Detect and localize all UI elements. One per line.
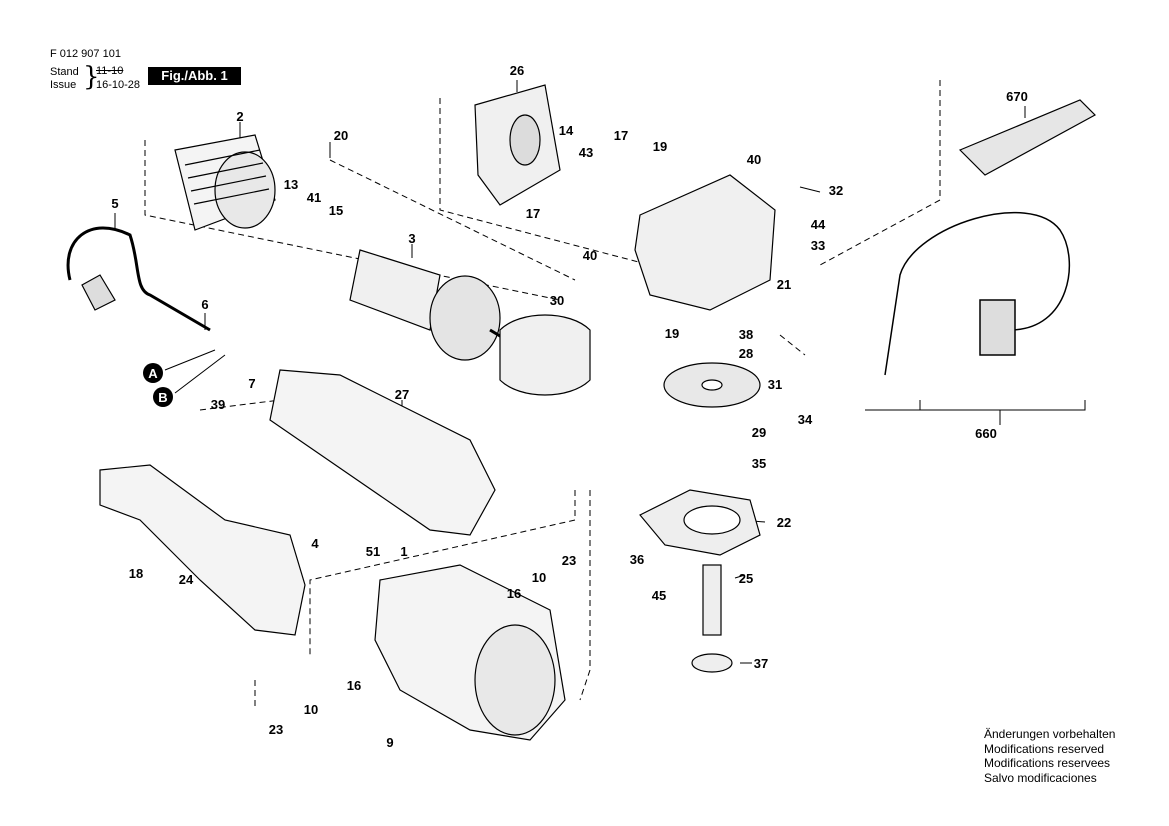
callout-19-lower: 19 — [665, 326, 679, 341]
marker-a: A — [143, 363, 163, 383]
spindle-part — [691, 564, 733, 673]
bow-handle-part — [884, 212, 1071, 376]
power-cord-part — [66, 226, 211, 332]
callout-21: 21 — [777, 277, 791, 292]
callout-670: 670 — [1006, 89, 1028, 104]
callout-18: 18 — [129, 566, 143, 581]
cover-plate-part — [474, 84, 561, 206]
callout-22: 22 — [777, 515, 791, 530]
callout-6: 6 — [201, 297, 208, 312]
callout-32: 32 — [829, 183, 843, 198]
callout-13: 13 — [284, 177, 298, 192]
callout-39: 39 — [211, 397, 225, 412]
callout-17-lower: 17 — [526, 206, 540, 221]
callout-4: 4 — [311, 536, 319, 551]
stand-label: Stand — [50, 66, 79, 78]
bearing-flange-part — [639, 489, 761, 556]
callout-3: 3 — [408, 231, 415, 246]
callout-1: 1 — [400, 544, 407, 559]
issue-value: 16-10-28 — [96, 79, 141, 91]
side-handle-part — [958, 99, 1096, 176]
callout-14: 14 — [559, 123, 574, 138]
callout-40: 40 — [747, 152, 761, 167]
callout-23-lower: 23 — [269, 722, 283, 737]
header-brace: } — [83, 62, 100, 92]
disclaimer-line: Änderungen vorbehalten — [984, 727, 1116, 741]
callout-33: 33 — [811, 238, 825, 253]
guard-part — [499, 314, 591, 396]
callout-19: 19 — [653, 139, 667, 154]
callout-51: 51 — [366, 544, 380, 559]
callout-41: 41 — [307, 190, 321, 205]
disclaimer-line: Modifications reservees — [984, 756, 1111, 770]
callout-28: 28 — [739, 346, 753, 361]
marker-b: B — [153, 387, 173, 407]
assembly-dash-lines — [144, 80, 941, 710]
callout-25: 25 — [739, 571, 753, 586]
callout-35: 35 — [752, 456, 766, 471]
callout-9: 9 — [386, 735, 393, 750]
field-coil-part — [174, 134, 276, 231]
bevel-gear-part — [663, 362, 761, 408]
callout-660: 660 — [975, 426, 997, 441]
disclaimer-line: Modifications reserved — [984, 741, 1105, 756]
stand-value: 11-10 — [96, 65, 124, 77]
gear-housing-part — [634, 174, 776, 311]
callout-labels: 2 20 13 41 15 5 3 6 30 7 39 27 4 51 1 18… — [111, 63, 1027, 750]
figure-label: Fig./Abb. 1 — [148, 67, 241, 85]
callout-26: 26 — [510, 63, 524, 78]
callout-37: 37 — [754, 656, 768, 671]
callout-30: 30 — [550, 293, 564, 308]
document-number: F 012 907 101 — [50, 48, 121, 60]
callout-43: 43 — [579, 145, 593, 160]
motor-housing-part — [374, 564, 566, 741]
callout-24: 24 — [179, 572, 194, 587]
callout-45: 45 — [652, 588, 666, 603]
callout-36: 36 — [630, 552, 644, 567]
callout-7: 7 — [248, 376, 255, 391]
armature-part — [349, 249, 516, 361]
disclaimer-line: Salvo modificaciones — [984, 770, 1097, 785]
disclaimer-block: Änderungen vorbehalten Modifications res… — [984, 727, 1115, 785]
callout-5: 5 — [111, 196, 118, 211]
callout-20: 20 — [334, 128, 348, 143]
callout-10-lower: 10 — [304, 702, 318, 717]
callout-23: 23 — [562, 553, 576, 568]
callout-15: 15 — [329, 203, 343, 218]
callout-17: 17 — [614, 128, 628, 143]
callout-34: 34 — [798, 412, 813, 427]
callout-29: 29 — [752, 425, 766, 440]
callout-38: 38 — [739, 327, 753, 342]
svg-text:B: B — [158, 390, 167, 405]
callout-27: 27 — [395, 387, 409, 402]
callout-10: 10 — [532, 570, 546, 585]
housing-half-part — [99, 369, 496, 636]
issue-label: Issue — [50, 79, 77, 91]
callout-31: 31 — [768, 377, 782, 392]
marker-wires — [164, 349, 226, 394]
leader-lines — [114, 80, 1086, 664]
svg-text:A: A — [148, 366, 158, 381]
callout-16-lower: 16 — [347, 678, 361, 693]
callout-16: 16 — [507, 586, 521, 601]
callout-44: 44 — [811, 217, 826, 232]
callout-2: 2 — [236, 109, 243, 124]
callout-40-lower: 40 — [583, 248, 597, 263]
